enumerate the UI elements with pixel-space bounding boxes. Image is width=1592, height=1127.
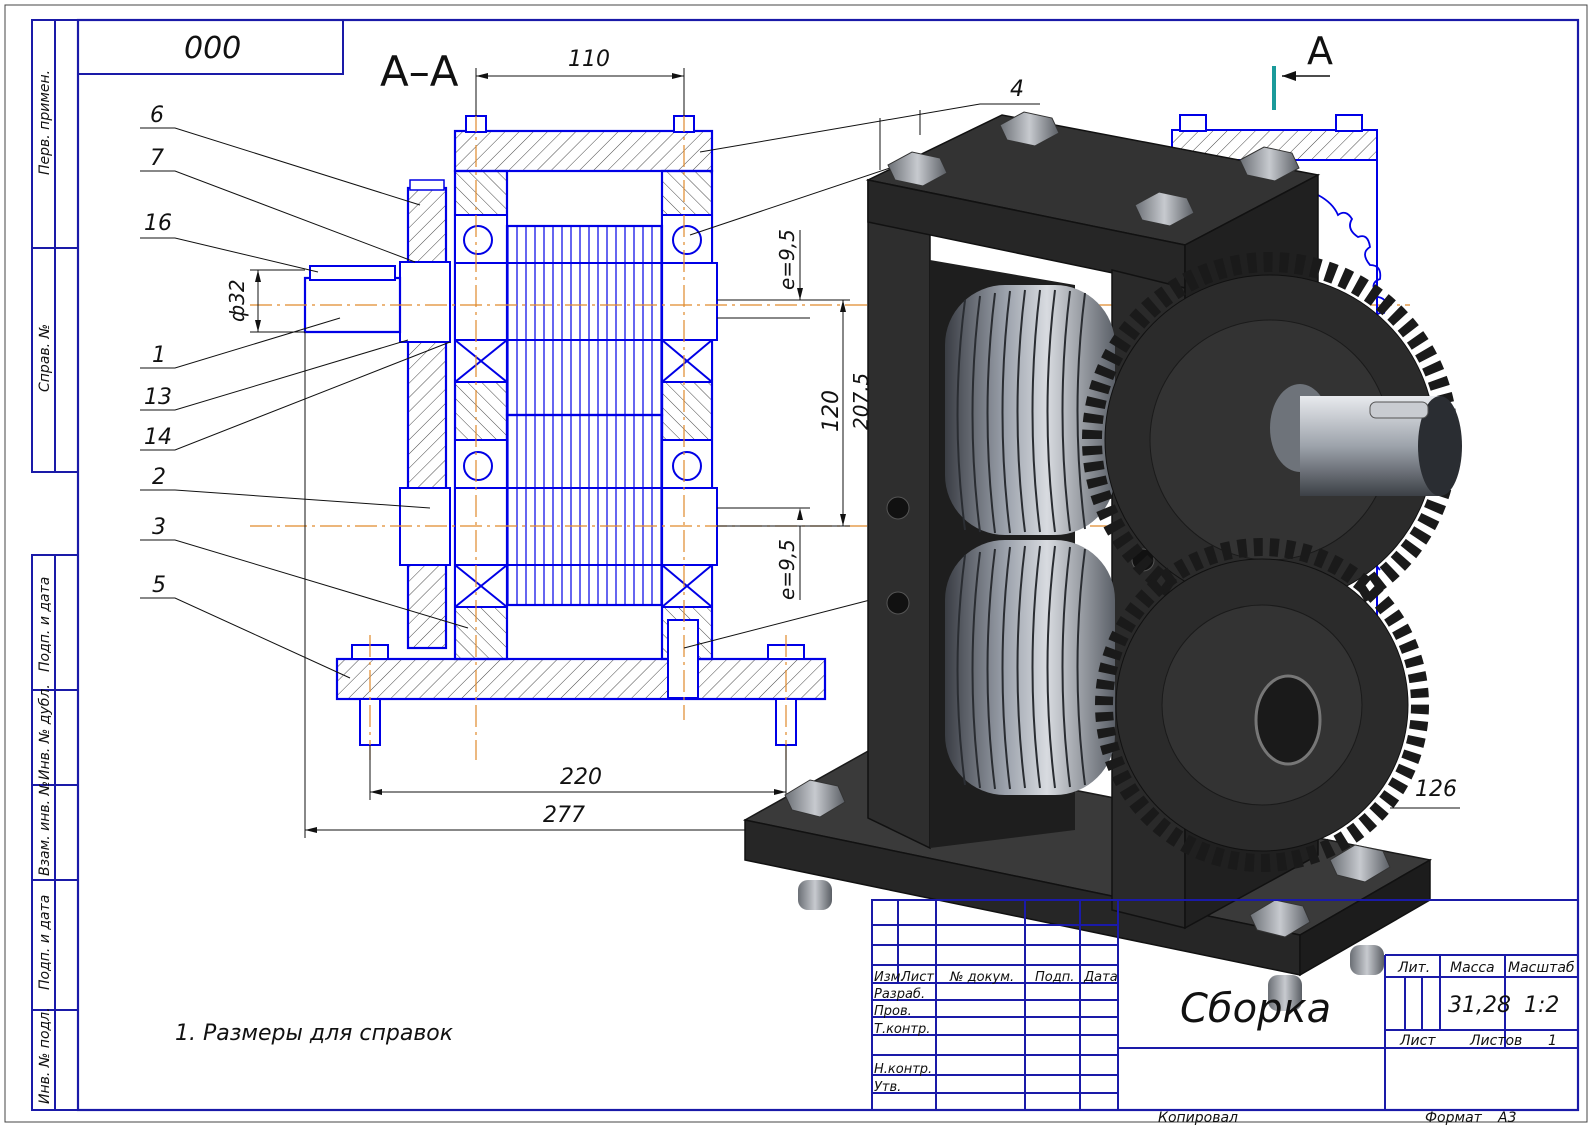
tb-col-sheet: Лист <box>900 970 934 985</box>
render-lower-drum <box>945 540 1115 795</box>
tb-row-checked: Пров. <box>874 1004 912 1019</box>
view-a-marker: А <box>1272 29 1333 110</box>
hub-upper <box>399 261 451 343</box>
sidebar-label-ref-no: Справ. № <box>37 324 53 392</box>
tb-row-developed: Разраб. <box>874 987 925 1002</box>
view-label: А <box>1307 29 1333 73</box>
callout-6: 6 <box>150 103 164 128</box>
dim-120: 120 <box>819 390 844 432</box>
tb-lit-label: Лит. <box>1397 960 1430 976</box>
sidebar-label-replace-inv: Взам. инв. № <box>37 781 53 876</box>
tb-format-label: Формат <box>1425 1110 1483 1126</box>
callout-13: 13 <box>144 385 172 410</box>
dimension-arrows <box>255 73 846 833</box>
tb-sheets-value: 1 <box>1548 1033 1557 1049</box>
callout-4: 4 <box>1010 77 1024 102</box>
render-3d <box>742 111 1462 1011</box>
callout-leaders <box>140 103 1040 679</box>
drawing-note: 1. Размеры для справок <box>175 1021 454 1046</box>
tb-sheet-label: Лист <box>1399 1033 1436 1049</box>
tb-drawing-name: Сборка <box>1180 986 1331 1032</box>
tb-row-norm-control: Н.контр. <box>874 1062 932 1077</box>
code-box: 000 <box>78 20 344 75</box>
tb-row-tech-control: Т.контр. <box>874 1022 930 1037</box>
base-screw <box>667 619 699 699</box>
dim-shaft-dia: ф32 <box>225 279 249 322</box>
tb-row-approved: Утв. <box>874 1080 901 1095</box>
upper-roller <box>505 224 664 417</box>
callout-7: 7 <box>150 146 164 171</box>
bearing-bottom-left <box>454 439 508 489</box>
sidebar-label-dup-inv: Инв. № дубл. <box>37 684 53 780</box>
bearing-top-right <box>661 214 713 264</box>
bearing-top-left <box>454 214 508 264</box>
tb-scale-label: Масштаб <box>1508 960 1575 976</box>
tb-copied-label: Копировал <box>1158 1110 1238 1126</box>
dim-offset-top: е=9,5 <box>775 229 799 290</box>
tb-scale-value: 1:2 <box>1524 993 1559 1018</box>
sidebar-label-sign-date-2: Подп. и дата <box>37 895 53 990</box>
tb-format-value: А3 <box>1497 1110 1516 1126</box>
dim-126: 126 <box>1415 777 1457 802</box>
tb-sheets-label: Листов <box>1469 1033 1522 1049</box>
outer-border <box>4 4 1588 1123</box>
sidebar-label-sign-date-1: Подп. и дата <box>37 577 53 672</box>
section-view <box>250 110 1410 760</box>
render-output-shaft <box>1270 384 1462 496</box>
dim-277: 277 <box>543 803 585 828</box>
shaft-key <box>309 265 396 281</box>
base-plate <box>335 657 827 701</box>
left-sidebar <box>31 19 79 1111</box>
title-block <box>871 899 1579 1111</box>
lower-roller <box>505 413 664 607</box>
tb-col-sign: Подп. <box>1035 970 1074 985</box>
callout-5: 5 <box>152 573 166 598</box>
callout-1: 1 <box>152 343 166 368</box>
drawing-code: 000 <box>184 31 241 66</box>
render-upper-drum <box>945 285 1115 535</box>
render-gears <box>1082 252 1458 872</box>
tb-col-change: Изм. <box>874 970 905 985</box>
callout-numbers: 6 7 16 1 13 14 2 3 5 4 <box>144 77 1024 598</box>
dim-offset-bottom: е=9,5 <box>775 539 799 600</box>
section-label: А–А <box>380 47 459 96</box>
callout-2: 2 <box>152 465 166 490</box>
sidebar-label-orig-inv: Инв. № подл. <box>37 1007 53 1104</box>
dimension-texts: 110 ф32 е=9,5 е=9,5 120 207,5 220 277 12… <box>225 47 1457 828</box>
sidebar-text: Перв. примен. Справ. № Подп. и дата Инв.… <box>37 70 53 1104</box>
callout-16: 16 <box>144 211 172 236</box>
dim-110: 110 <box>568 47 610 72</box>
tb-col-date: Дата <box>1083 970 1118 985</box>
gear-pair-section <box>406 186 448 650</box>
tb-mass-label: Масса <box>1450 960 1495 976</box>
tb-mass-value: 31,28 <box>1448 993 1511 1018</box>
tb-col-doc: № докум. <box>949 970 1014 985</box>
top-plate <box>453 129 714 173</box>
callout-14: 14 <box>144 425 172 450</box>
dim-220: 220 <box>560 765 602 790</box>
title-block-text: Изм. Лист № докум. Подп. Дата Разраб. Пр… <box>874 960 1575 1126</box>
callout-3: 3 <box>152 515 166 540</box>
sidebar-label-first-use: Перв. примен. <box>37 70 53 175</box>
